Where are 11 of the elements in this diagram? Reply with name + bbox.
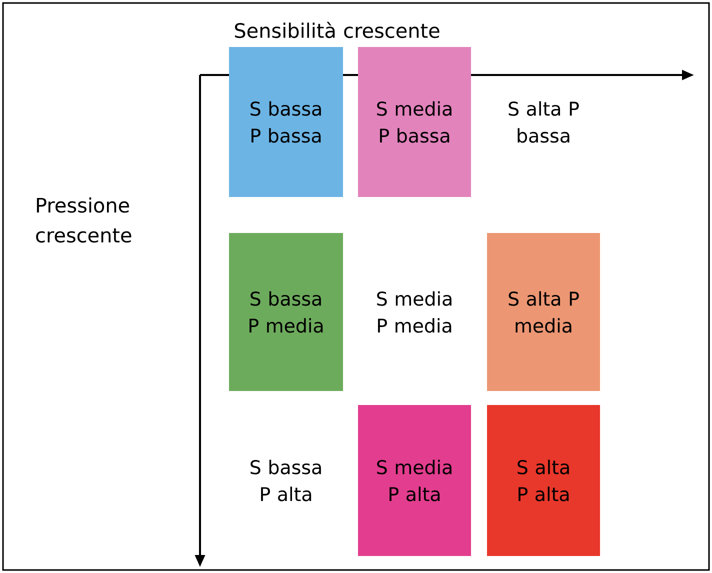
colored-cell: S media P alta [358,404,471,556]
colored-cell: S alta P alta [487,404,600,556]
colored-cell: S media P bassa [358,46,471,197]
cell-text: S bassa P alta [250,460,321,502]
colored-cell: S bassa P bassa [229,46,343,197]
axis-label: Pressione crescente [36,197,132,243]
cell-text: S alta P bassa [508,101,579,143]
colored-cell: S alta P media [487,232,600,391]
cell-text: S media P media [377,291,452,333]
axis-label: Sensibilità crescente [235,22,440,38]
colored-cell: S bassa P media [229,232,343,391]
